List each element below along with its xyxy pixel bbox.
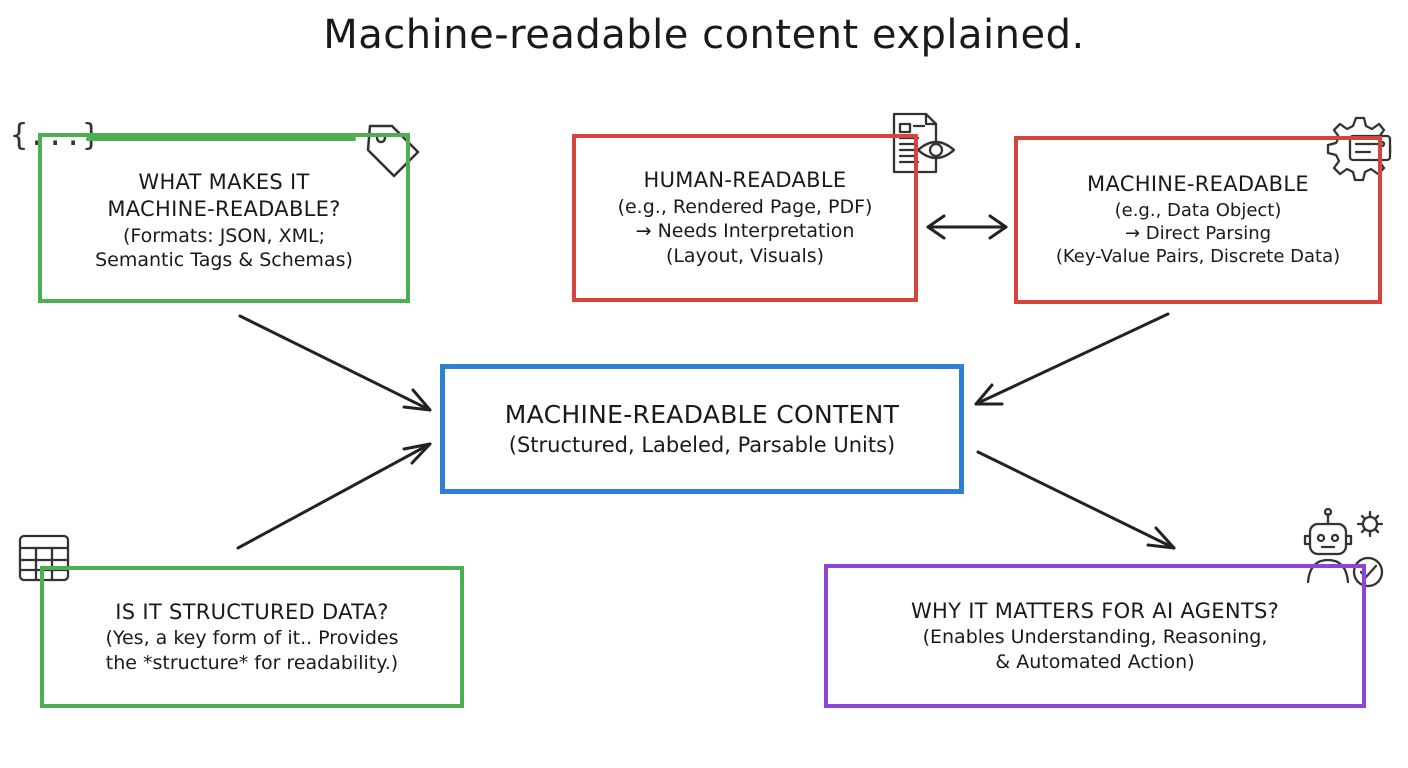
structured-data-line-2: the *structure* for readability.) xyxy=(105,651,399,674)
why-it-matters-heading: WHY IT MATTERS FOR AI AGENTS? xyxy=(910,598,1280,623)
arrow-structured-to-center xyxy=(236,442,432,550)
machine-readable-heading: MACHINE-READABLE xyxy=(1087,172,1309,197)
human-readable-line-1: (e.g., Rendered Page, PDF) xyxy=(617,195,873,218)
what-makes-line-2: Semantic Tags & Schemas) xyxy=(95,249,353,272)
machine-readable-line-2: → Direct Parsing xyxy=(1124,222,1272,244)
accent-line xyxy=(86,137,356,141)
arrow-machine-to-center xyxy=(974,312,1170,406)
human-readable-line-3: (Layout, Visuals) xyxy=(665,244,825,267)
why-it-matters-line-1: (Enables Understanding, Reasoning, xyxy=(922,625,1268,648)
what-makes-it-box: WHAT MAKES IT MACHINE-READABLE? (Formats… xyxy=(38,133,410,303)
machine-readable-line-3: (Key-Value Pairs, Discrete Data) xyxy=(1055,246,1341,268)
table-icon xyxy=(18,534,70,582)
arrow-what-to-center xyxy=(238,314,432,412)
central-concept-box: MACHINE-READABLE CONTENT (Structured, La… xyxy=(440,364,964,494)
what-makes-heading-2: MACHINE-READABLE? xyxy=(107,197,341,222)
human-readable-box: HUMAN-READABLE (e.g., Rendered Page, PDF… xyxy=(572,134,918,302)
central-concept-line: (Structured, Labeled, Parsable Units) xyxy=(508,432,896,457)
human-readable-line-2: → Needs Interpretation xyxy=(635,220,855,243)
what-makes-heading-1: WHAT MAKES IT xyxy=(138,170,310,195)
why-it-matters-box: WHY IT MATTERS FOR AI AGENTS? (Enables U… xyxy=(824,564,1366,708)
structured-data-line-1: (Yes, a key form of it.. Provides xyxy=(105,626,399,649)
arrow-center-to-why xyxy=(976,450,1176,550)
structured-data-box: IS IT STRUCTURED DATA? (Yes, a key form … xyxy=(40,566,464,708)
machine-readable-line-1: (e.g., Data Object) xyxy=(1114,199,1282,221)
machine-readable-box: MACHINE-READABLE (e.g., Data Object) → D… xyxy=(1014,136,1382,304)
why-it-matters-line-2: & Automated Action) xyxy=(995,650,1195,673)
human-readable-heading: HUMAN-READABLE xyxy=(643,168,847,193)
structured-data-heading: IS IT STRUCTURED DATA? xyxy=(115,599,389,624)
page-title: Machine-readable content explained. xyxy=(323,12,1085,58)
what-makes-line-1: (Formats: JSON, XML; xyxy=(122,224,325,247)
central-concept-heading: MACHINE-READABLE CONTENT xyxy=(504,400,900,430)
document-eye-icon xyxy=(892,112,956,174)
